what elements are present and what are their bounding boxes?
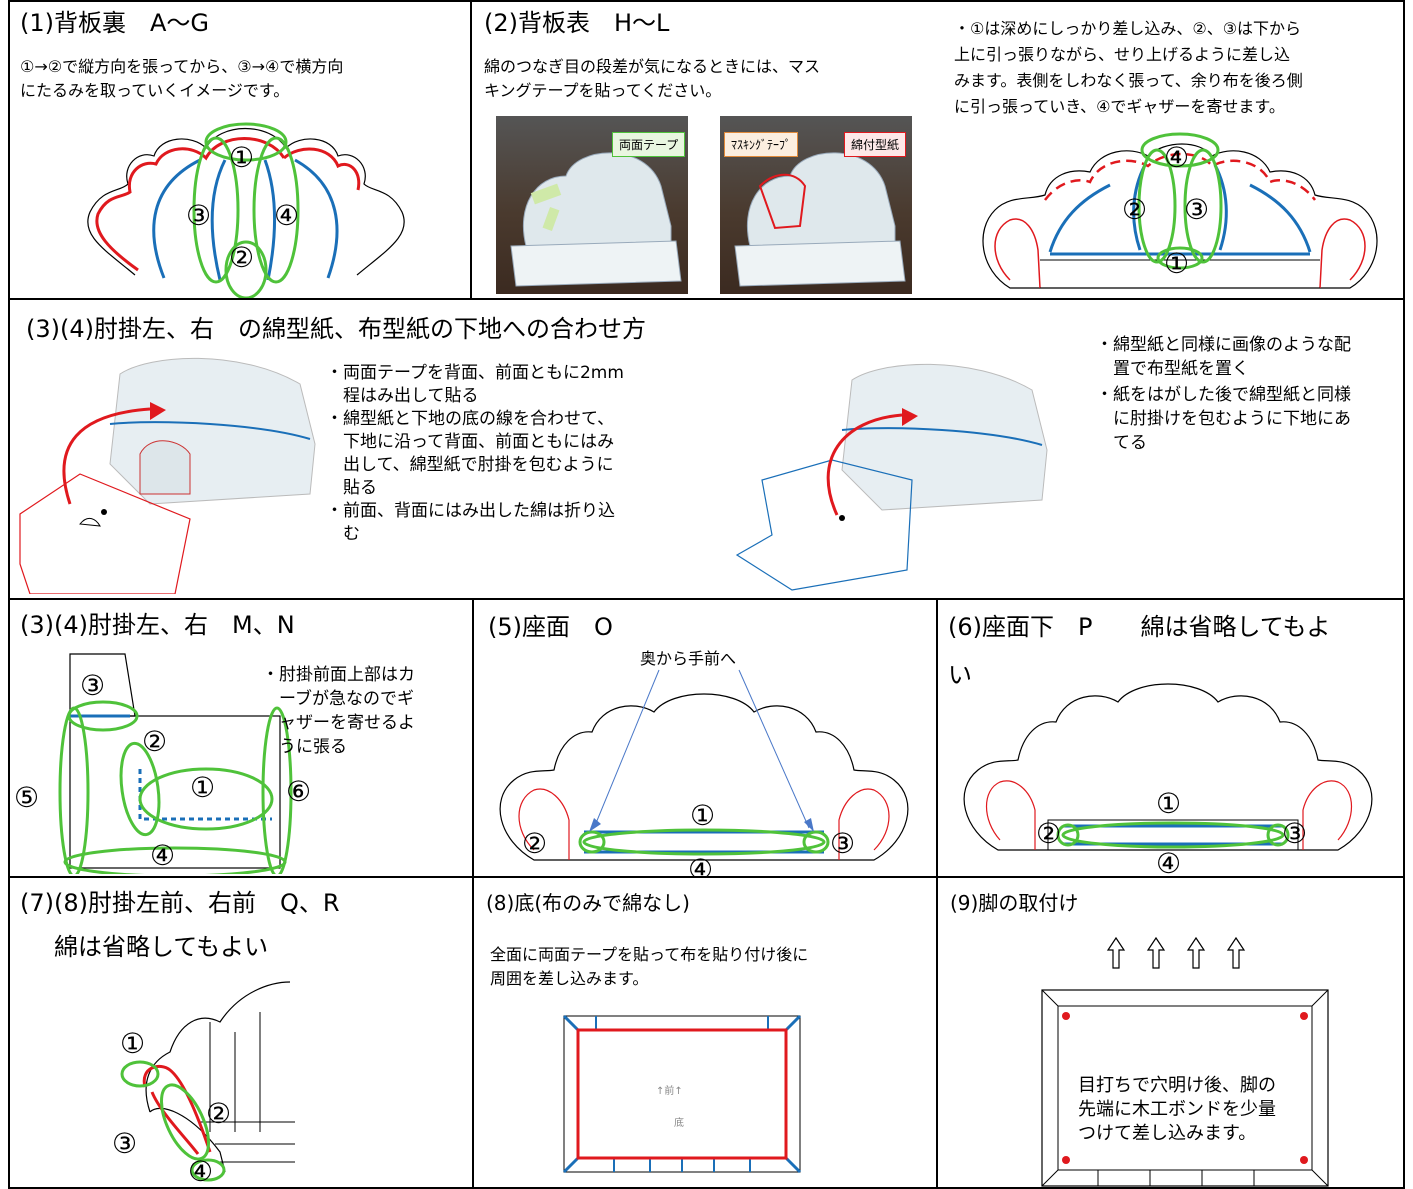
instruction-line: 目打ちで穴明け後、脚の (1078, 1075, 1276, 1096)
step-mark: ② (206, 1097, 232, 1130)
under-seat-diagram (963, 683, 1373, 851)
step-mark: ② (1122, 193, 1148, 226)
step-mark: ③ (112, 1127, 138, 1160)
section-title: (8)底(布のみで綿なし) (486, 891, 690, 915)
instruction-line: にたるみを取っていくイメージです。 (20, 81, 290, 100)
arm-cotton-pattern-diagram (19, 357, 316, 594)
instruction-line: ①→②で縦方向を張ってから、③→④で横方向 (20, 57, 344, 76)
section-seat: (5)座面 O 奥から手前へ ① ② ③ ④ (472, 598, 938, 878)
instruction-line: ャザーを寄せるよ (262, 713, 415, 733)
step-mark: ④ (274, 199, 300, 232)
section-title: (9)脚の取付け (950, 891, 1079, 915)
instruction-line: 先端に木工ボンドを少量 (1078, 1099, 1276, 1120)
bottom-label: 底 (674, 1118, 684, 1129)
section-arm-pattern-alignment: (3)(4)肘掛左、右 の綿型紙、布型紙の下地への合わせ方 ・両面テープを背面、… (8, 298, 1405, 600)
instruction-line: む (326, 524, 360, 544)
step-mark: ① (1156, 787, 1182, 820)
instruction-line: 貼る (326, 478, 377, 498)
step-mark: ① (1164, 247, 1190, 280)
instruction-line: ・前面、背面にはみ出した綿は折り込 (326, 501, 615, 521)
instruction-line: 綿のつなぎ目の段差が気になるときには、マス (484, 57, 821, 76)
section-under-seat: (6)座面下 P 綿は省略してもよ い ① ② ③ ④ (936, 598, 1405, 878)
step-mark: ⑥ (286, 775, 312, 808)
step-mark: ④ (688, 853, 714, 878)
step-mark: ④ (1164, 141, 1190, 174)
step-mark: ① (690, 799, 716, 832)
instruction-line: 程はみ出して貼る (326, 386, 479, 406)
label-masking-tape: ﾏｽｷﾝｸﾞﾃｰﾌﾟ (724, 132, 799, 157)
step-mark: ① (229, 141, 255, 174)
instruction-line: ・紙をはがした後で綿型紙と同様 (1096, 385, 1351, 405)
section-title: (1)背板裏 A〜G (20, 9, 210, 37)
instruction-line: 全面に両面テープを貼って布を貼り付け後に (490, 945, 809, 964)
section-title: (7)(8)肘掛左前、右前 Q、R (20, 889, 340, 917)
section-title-cont: い (948, 661, 972, 689)
arm-fabric-pattern-diagram (735, 363, 1048, 591)
step-mark: ② (1036, 817, 1062, 850)
step-mark: ④ (188, 1155, 214, 1188)
instruction-line: ・綿型紙と下地の底の線を合わせて、 (326, 409, 615, 429)
section-arm-mn: (3)(4)肘掛左、右 M、N ③ ② ① ⑤ ⑥ ④ ・肘掛前面上部はカ ーブ… (8, 598, 474, 878)
seat-diagram (499, 669, 909, 861)
instruction-line: 出して、綿型紙で肘掛を包むように (326, 455, 614, 475)
instruction-line: つけて差し込みます。 (1078, 1123, 1257, 1144)
section-back-rear: (1)背板裏 A〜G ①→②で縦方向を張ってから、③→④で横方向 にたるみを取っ… (8, 0, 472, 300)
bottom-diagram (562, 1014, 802, 1174)
instruction-line: 置で布型紙を置く (1096, 359, 1249, 379)
direction-note: 奥から手前へ (640, 649, 737, 668)
label-cotton-pattern: 綿付型紙 (844, 132, 907, 157)
step-mark: ③ (1282, 817, 1308, 850)
divider (944, 0, 946, 300)
step-mark: ③ (830, 827, 856, 860)
step-mark: ③ (186, 199, 212, 232)
instruction-line: てる (1096, 433, 1147, 453)
leg-icons (1106, 936, 1246, 969)
instruction-line: 下地に沿って背面、前面ともにはみ (326, 432, 615, 452)
instruction-line: ・両面テープを背面、前面ともに2mm (326, 363, 624, 383)
section-title: (2)背板表 H〜L (484, 9, 670, 37)
label-double-tape: 両面テープ (612, 132, 686, 157)
step-mark: ③ (1184, 193, 1210, 226)
instruction-line: うに張る (262, 737, 347, 757)
section-back-front: (2)背板表 H〜L 綿のつなぎ目の段差が気になるときには、マス キングテープを… (470, 0, 1405, 300)
section-title: (3)(4)肘掛左、右 M、N (20, 611, 295, 639)
step-mark: ⑤ (14, 781, 40, 814)
section-title: (5)座面 O (488, 613, 613, 641)
back-front-diagram (982, 132, 1378, 289)
section-title: (6)座面下 P 綿は省略してもよ (948, 613, 1331, 641)
step-mark: ② (229, 241, 255, 274)
section-legs: (9)脚の取付け 目打ちで穴明け後、脚の 先端に木工ボンドを少量 つけて差し込み… (936, 876, 1405, 1189)
instruction-line: 周囲を差し込みます。 (490, 969, 649, 988)
instruction-line: 上に引っ張りながら、せり上げるように差し込 (954, 45, 1291, 64)
leg-frame-diagram (1041, 989, 1329, 1187)
section-subtitle: 綿は省略してもよい (54, 933, 269, 961)
instruction-line: に肘掛けを包むように下地にあ (1096, 409, 1351, 429)
step-mark: ① (190, 771, 216, 804)
instruction-line: ーブが急なのでギ (262, 689, 414, 709)
instruction-line: ・肘掛前面上部はカ (262, 665, 415, 685)
step-mark: ④ (150, 839, 176, 872)
instruction-line: ・①は深めにしっかり差し込み、②、③は下から (954, 19, 1302, 38)
back-rear-diagram (87, 122, 405, 298)
section-title: (3)(4)肘掛左、右 の綿型紙、布型紙の下地への合わせ方 (26, 315, 646, 343)
section-arm-front: (7)(8)肘掛左前、右前 Q、R 綿は省略してもよい ① ② ③ ④ (8, 876, 474, 1189)
arm-mn-diagram (58, 653, 293, 874)
step-mark: ② (522, 827, 548, 860)
instruction-line: ・綿型紙と同様に画像のような配 (1096, 335, 1351, 355)
arm-front-diagram (120, 981, 295, 1182)
instruction-line: キングテープを貼ってください。 (484, 81, 722, 100)
step-mark: ① (120, 1027, 146, 1060)
sofa-photo-tape (496, 116, 688, 294)
step-mark: ④ (1156, 847, 1182, 878)
section-bottom: (8)底(布のみで綿なし) 全面に両面テープを貼って布を貼り付け後に 周囲を差し… (472, 876, 938, 1189)
front-indicator: ↑前↑ (656, 1086, 683, 1097)
instruction-line: に引っ張っていき、④でギャザーを寄せます。 (954, 97, 1285, 116)
instruction-line: みます。表側をしわなく張って、余り布を後ろ側 (954, 71, 1303, 90)
step-mark: ③ (80, 669, 106, 702)
step-mark: ② (142, 725, 168, 758)
